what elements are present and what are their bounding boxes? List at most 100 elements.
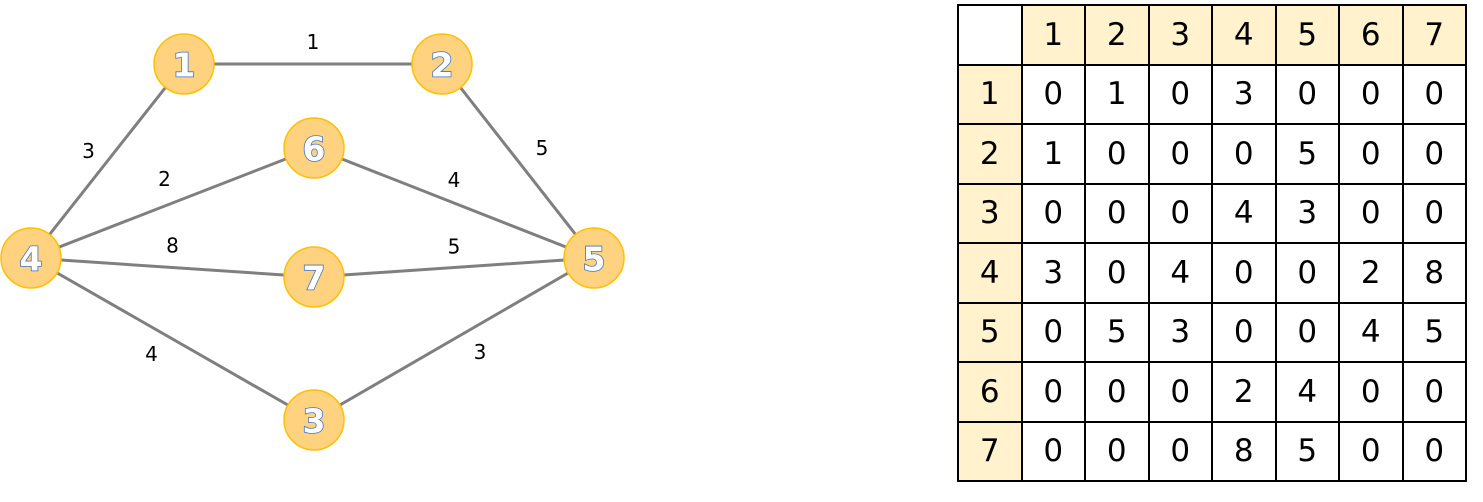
edge-weight-label: 3: [474, 340, 487, 364]
edge-4-6: [30, 146, 315, 260]
matrix-cell: 0: [1338, 361, 1404, 423]
node-circle: [283, 117, 345, 179]
edge-6-5: [313, 146, 595, 260]
matrix-cell: 0: [1401, 63, 1467, 125]
matrix-cell: 0: [1147, 123, 1213, 185]
matrix-cell: 8: [1401, 242, 1467, 304]
matrix-column-header: 1: [1020, 4, 1086, 66]
matrix-cell: 0: [1211, 301, 1277, 363]
edge-weight-label: 4: [145, 342, 158, 366]
matrix-cell: 0: [1084, 242, 1150, 304]
edge-weight-label: 3: [82, 139, 95, 163]
matrix-row-header: 5: [957, 301, 1023, 363]
matrix-cell: 2: [1211, 361, 1277, 423]
edge-weight-label: 2: [158, 167, 171, 191]
matrix-cell: 4: [1274, 361, 1340, 423]
matrix-row-header: 6: [957, 361, 1023, 423]
matrix-cell: 0: [1338, 182, 1404, 244]
matrix-cell: 0: [1020, 420, 1086, 482]
matrix-cell: 0: [1401, 361, 1467, 423]
matrix-cell: 0: [1020, 182, 1086, 244]
matrix-cell: 4: [1211, 182, 1277, 244]
edge-2-5: [440, 63, 596, 259]
node-6: 6: [283, 117, 345, 179]
matrix-cell: 0: [1401, 123, 1467, 185]
matrix-column-header: 5: [1274, 4, 1340, 66]
matrix-cell: 0: [1211, 242, 1277, 304]
matrix-cell: 0: [1338, 123, 1404, 185]
matrix-row-header: 2: [957, 123, 1023, 185]
edge-weight-label: 5: [536, 136, 549, 160]
node-2: 2: [411, 33, 473, 95]
node-circle: [0, 227, 62, 289]
matrix-corner-cell: [957, 4, 1023, 66]
matrix-cell: 4: [1147, 242, 1213, 304]
matrix-cell: 0: [1338, 63, 1404, 125]
matrix-column-header: 4: [1211, 4, 1277, 66]
matrix-column-header: 2: [1084, 4, 1150, 66]
node-label: 4: [20, 240, 43, 279]
matrix-cell: 8: [1211, 420, 1277, 482]
matrix-row-header: 7: [957, 420, 1023, 482]
matrix-cell: 0: [1084, 361, 1150, 423]
matrix-cell: 0: [1274, 301, 1340, 363]
matrix-cell: 4: [1338, 301, 1404, 363]
matrix-cell: 0: [1211, 123, 1277, 185]
edge-weight-label: 8: [166, 234, 179, 258]
node-3: 3: [283, 389, 345, 451]
node-label: 5: [583, 240, 606, 279]
matrix-cell: 0: [1147, 182, 1213, 244]
matrix-column-header: 7: [1401, 4, 1467, 66]
matrix-cell: 2: [1338, 242, 1404, 304]
matrix-cell: 0: [1084, 420, 1150, 482]
matrix-cell: 0: [1401, 420, 1467, 482]
matrix-cell: 3: [1274, 182, 1340, 244]
node-5: 5: [563, 227, 625, 289]
node-label: 3: [303, 402, 326, 441]
node-label: 7: [303, 259, 326, 298]
matrix-cell: 0: [1020, 63, 1086, 125]
matrix-cell: 0: [1147, 361, 1213, 423]
matrix-cell: 0: [1020, 301, 1086, 363]
matrix-cell: 3: [1020, 242, 1086, 304]
node-circle: [283, 246, 345, 308]
matrix-cell: 0: [1338, 420, 1404, 482]
edge-4-3: [30, 256, 315, 422]
matrix-cell: 1: [1084, 63, 1150, 125]
edge-4-7: [30, 256, 315, 279]
matrix-cell: 0: [1274, 242, 1340, 304]
matrix-cell: 5: [1274, 123, 1340, 185]
matrix-cell: 0: [1147, 420, 1213, 482]
node-circle: [563, 227, 625, 289]
node-circle: [153, 33, 215, 95]
matrix-cell: 3: [1147, 301, 1213, 363]
edge-3-5: [313, 256, 595, 422]
node-circle: [411, 33, 473, 95]
edge-weight-label: 5: [448, 235, 461, 259]
node-4: 4: [0, 227, 62, 289]
matrix-row-header: 3: [957, 182, 1023, 244]
matrix-cell: 0: [1401, 182, 1467, 244]
matrix-header-row: 1 2 3 4 5 6 7: [957, 4, 1467, 66]
node-circle: [283, 389, 345, 451]
matrix-cell: 0: [1084, 123, 1150, 185]
matrix-cell: 0: [1020, 361, 1086, 423]
matrix-cell: 1: [1020, 123, 1086, 185]
matrix-cell: 0: [1147, 63, 1213, 125]
node-label: 6: [303, 130, 326, 169]
edge-1-4: [29, 63, 186, 259]
node-label: 2: [431, 46, 454, 85]
matrix-cell: 0: [1084, 182, 1150, 244]
edge-7-5: [313, 256, 595, 279]
